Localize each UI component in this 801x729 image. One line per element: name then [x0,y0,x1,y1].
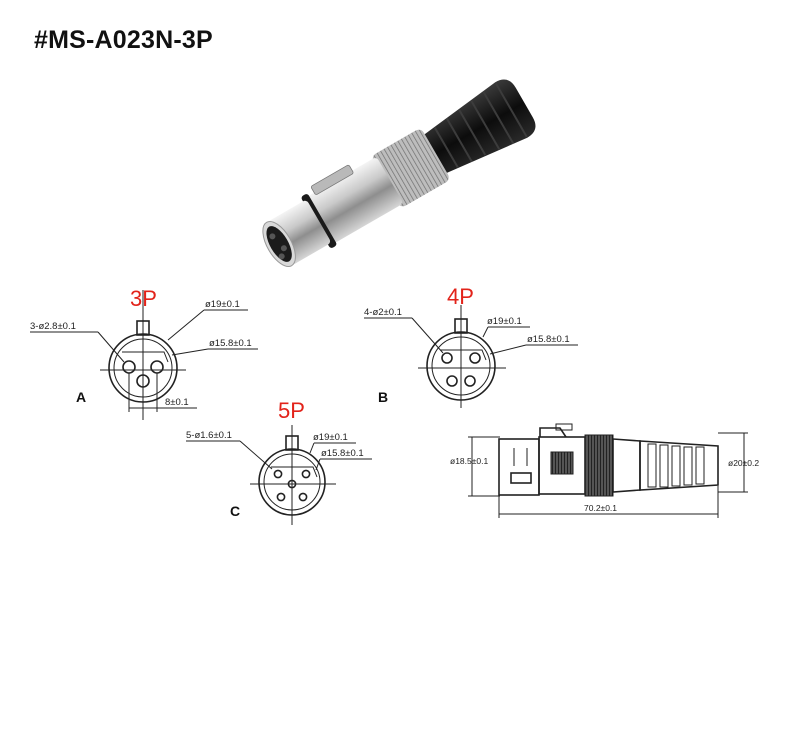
view-a-pin-hole [150,360,164,374]
view-c-pin-hole [276,492,286,502]
product-title: #MS-A023N-3P [34,26,213,54]
view-c-pin-hole [273,469,283,479]
connector-photo [262,79,536,267]
view-c-inner-circle [263,453,321,511]
side-dim-front: ø18.5±0.1 [450,456,488,466]
view-a-outer-circle [108,333,178,403]
view-b-pin-hole [441,352,453,364]
view-a-pin-hole [122,360,136,374]
view-b-inner-circle [431,336,491,396]
view-c-dim-holes: 5-ø1.6±0.1 [186,430,232,441]
view-c-pin-hole [287,479,297,489]
view-b-dim-outer: ø19±0.1 [487,316,522,327]
view-c-5p: 5P C 5-ø1.6±0.1 ø19±0.1 ø15.8±0.1 [186,398,372,525]
view-b-outer-circle [426,331,496,401]
view-c-pin-hole [301,469,311,479]
view-a-pin-hole [136,374,150,388]
view-b-pin-hole [464,375,476,387]
view-b-dim-holes: 4-ø2±0.1 [364,307,402,318]
side-view: ø18.5±0.1 ø20±0.2 70.2±0.1 [450,423,759,518]
view-a-dim-inner: ø15.8±0.1 [209,338,252,349]
view-c-outer-circle [258,448,326,516]
view-b-pin-hole [446,375,458,387]
side-dim-length: 70.2±0.1 [584,503,617,513]
view-c-dim-inner: ø15.8±0.1 [321,448,364,459]
view-a-letter: A [76,389,86,405]
view-a-dim-spacing: 8±0.1 [165,397,189,408]
view-b-letter: B [378,389,388,405]
view-a-inner-circle [113,338,173,398]
view-b-pin-label: 4P [447,284,474,309]
view-b-4p: 4P B 4-ø2±0.1 ø19±0.1 ø15.8±0.1 [364,284,578,408]
view-b-pin-hole [469,352,481,364]
view-c-letter: C [230,503,240,519]
view-c-pin-label: 5P [278,398,305,423]
view-a-3p: 3P A 3-ø2.8±0.1 ø19±0.1 ø15.8±0.1 8±0.1 [30,286,258,420]
side-dim-rear: ø20±0.2 [728,458,759,468]
view-c-pin-hole [298,492,308,502]
view-c-dim-outer: ø19±0.1 [313,432,348,443]
view-b-dim-inner: ø15.8±0.1 [527,334,570,345]
view-a-dim-holes: 3-ø2.8±0.1 [30,321,76,332]
view-a-dim-outer: ø19±0.1 [205,299,240,310]
